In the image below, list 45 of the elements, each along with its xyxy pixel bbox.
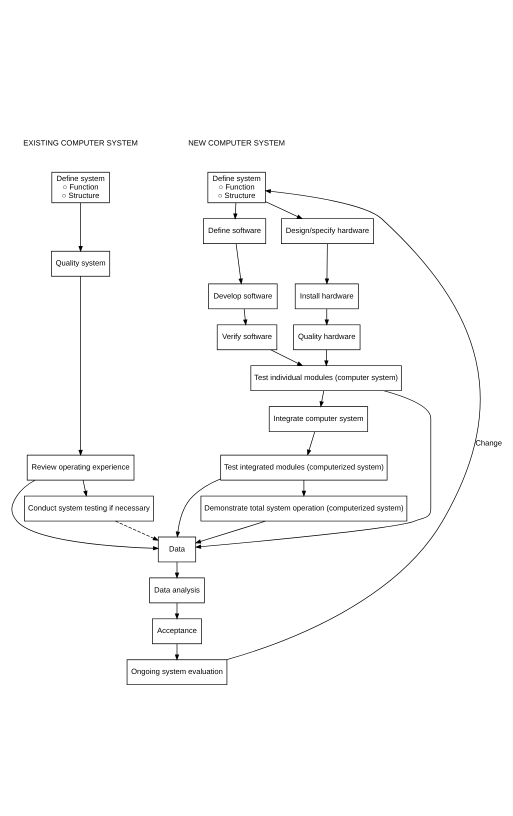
arrow	[11, 480, 159, 550]
arrow	[270, 349, 303, 366]
label: EXISTING COMPUTER SYSTEM	[22, 138, 138, 148]
node-box: Design/specify hardware	[280, 218, 374, 244]
arrow	[174, 562, 179, 579]
node-box: Test integrated modules (computerized system)	[220, 454, 387, 480]
arrow	[226, 189, 480, 660]
arrow	[175, 478, 220, 538]
arrow	[235, 244, 242, 285]
arrow	[78, 202, 82, 252]
node-box: Quality hardware	[292, 324, 360, 350]
node-box: Define software	[202, 218, 266, 244]
arrow	[306, 431, 315, 456]
node-box: Acceptance	[152, 618, 202, 644]
node-box: Test individual modules (computer system)	[250, 365, 402, 392]
node-box: Data	[157, 536, 196, 562]
arrow	[319, 390, 324, 408]
node-box: Define system ○ Function ○ Structure	[50, 172, 110, 204]
arrow	[324, 349, 328, 367]
node-box: Demonstrate total system operation (computerized system)	[200, 496, 407, 522]
node-box: Integrate computer system	[268, 406, 368, 432]
node-box: Install hardware	[294, 284, 358, 310]
edge-label: Change	[474, 438, 502, 448]
node-box: Review operating experience	[26, 454, 134, 480]
arrow	[301, 480, 306, 498]
arrow	[78, 276, 82, 456]
node-box: Verify software	[216, 324, 277, 350]
arrow	[242, 308, 247, 326]
node-box: Conduct system testing if necessary	[24, 496, 154, 522]
node-box: Develop software	[208, 284, 278, 310]
arrow	[82, 480, 87, 498]
node-box: Data analysis	[148, 578, 204, 604]
node-box: Quality system	[50, 250, 110, 277]
arrow	[232, 202, 238, 220]
node-box: Define system ○ Function ○ Structure	[207, 172, 266, 204]
arrow	[174, 602, 179, 620]
arrow	[264, 201, 303, 220]
arrow	[174, 644, 179, 661]
arrow	[194, 520, 266, 544]
arrow	[114, 520, 159, 541]
arrow	[324, 244, 329, 285]
node-box: Ongoing system evaluation	[126, 659, 227, 686]
arrow	[194, 390, 431, 549]
label: NEW COMPUTER SYSTEM	[188, 138, 285, 148]
arrow	[324, 308, 328, 326]
